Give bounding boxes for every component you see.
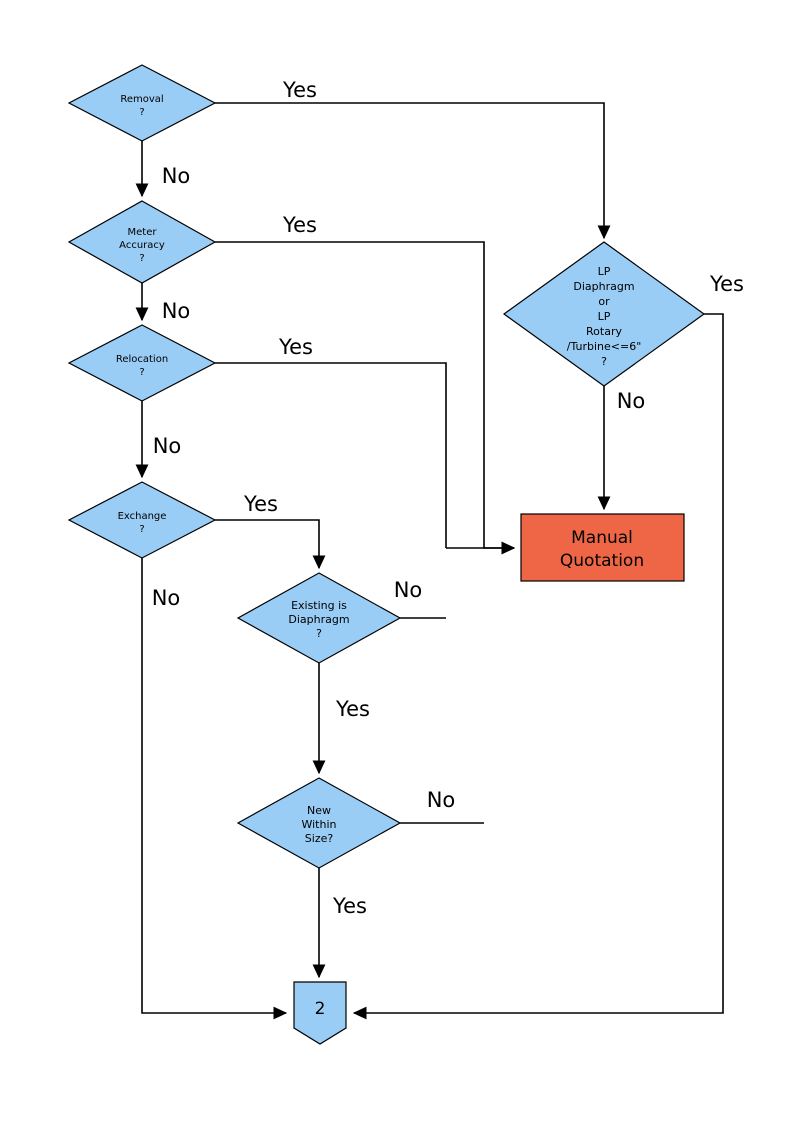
meter-accuracy-label-line-1: Meter xyxy=(128,227,158,238)
edge-labels-layer: Yes No Yes No Yes No Yes No No Yes No Ye… xyxy=(152,78,744,918)
lp-diaphragm-diamond[interactable] xyxy=(502,241,706,387)
meter-accuracy-diamond[interactable] xyxy=(67,200,217,284)
node-existing-is-diaphragm[interactable]: Existing is Diaphragm ? xyxy=(236,572,402,664)
new-within-size-label-line-3: Size? xyxy=(305,832,334,845)
edge-label-relocation-yes: Yes xyxy=(278,335,313,359)
removal-diamond[interactable] xyxy=(67,64,217,142)
exchange-diamond[interactable] xyxy=(67,481,217,559)
lp-label-line-1: LP xyxy=(598,265,611,278)
edge-label-removal-no: No xyxy=(162,164,191,188)
lp-label-line-7: ? xyxy=(601,355,607,368)
edge-label-new-within-size-no: No xyxy=(427,788,456,812)
lp-label-line-5: Rotary xyxy=(586,325,622,338)
exchange-label-line-1: Exchange xyxy=(118,511,167,522)
meter-accuracy-label-line-3: ? xyxy=(139,253,144,264)
edge-label-new-within-size-yes: Yes xyxy=(332,894,367,918)
edge-label-relocation-no: No xyxy=(153,434,182,458)
connector-2-label: 2 xyxy=(315,999,326,1019)
edge-exchange-yes xyxy=(215,519,326,570)
edge-label-meter-accuracy-yes: Yes xyxy=(282,213,317,237)
edge-label-lp-yes: Yes xyxy=(709,272,744,296)
edge-exchange-no xyxy=(141,558,288,1020)
relocation-label-line-2: ? xyxy=(139,367,144,378)
existing-is-diaphragm-label-line-1: Existing is xyxy=(291,599,347,612)
edge-relocation-yes xyxy=(215,362,447,548)
edge-label-existing-diaphragm-no: No xyxy=(394,578,423,602)
edge-removal-yes xyxy=(215,102,611,240)
node-removal[interactable]: Removal ? xyxy=(67,64,217,142)
nodes-layer: Removal ? Meter Accuracy ? Relocation ? … xyxy=(67,64,706,1045)
connector-2-shape[interactable] xyxy=(293,981,347,1045)
node-meter-accuracy[interactable]: Meter Accuracy ? xyxy=(67,200,217,284)
edges-layer xyxy=(135,102,724,1020)
new-within-size-label-line-1: New xyxy=(307,804,331,817)
node-connector-2[interactable]: 2 xyxy=(293,981,347,1045)
manual-quotation-label-line-2: Quotation xyxy=(560,551,644,571)
node-lp-diaphragm-or-lp-rotary[interactable]: LP Diaphragm or LP Rotary /Turbine<=6" ? xyxy=(502,241,706,387)
removal-label-line-1: Removal xyxy=(120,94,163,105)
existing-is-diaphragm-label-line-2: Diaphragm xyxy=(288,613,349,626)
node-relocation[interactable]: Relocation ? xyxy=(67,324,217,402)
lp-label-line-6: /Turbine<=6" xyxy=(567,340,642,353)
manual-quotation-label-line-1: Manual xyxy=(571,528,633,548)
lp-label-line-3: or xyxy=(598,295,610,308)
exchange-label-line-2: ? xyxy=(139,524,144,535)
edge-label-meter-accuracy-no: No xyxy=(162,299,191,323)
existing-is-diaphragm-diamond[interactable] xyxy=(236,572,402,664)
edge-label-existing-diaphragm-yes: Yes xyxy=(335,697,370,721)
new-within-size-label-line-2: Within xyxy=(301,818,336,831)
relocation-label-line-1: Relocation xyxy=(116,354,168,365)
node-manual-quotation[interactable]: Manual Quotation xyxy=(520,513,685,582)
edge-label-exchange-yes: Yes xyxy=(243,492,278,516)
edge-label-lp-no: No xyxy=(617,389,646,413)
manual-quotation-box[interactable] xyxy=(520,513,685,582)
meter-accuracy-label-line-2: Accuracy xyxy=(119,240,165,251)
node-new-within-size[interactable]: New Within Size? xyxy=(236,777,402,869)
lp-label-line-2: Diaphragm xyxy=(573,280,634,293)
existing-is-diaphragm-label-line-3: ? xyxy=(316,627,322,640)
lp-label-line-4: LP xyxy=(598,310,611,323)
edge-label-removal-yes: Yes xyxy=(282,78,317,102)
edge-label-exchange-no: No xyxy=(152,586,181,610)
new-within-size-diamond[interactable] xyxy=(236,777,402,869)
edge-lp-yes xyxy=(352,313,724,1020)
relocation-diamond[interactable] xyxy=(67,324,217,402)
node-exchange[interactable]: Exchange ? xyxy=(67,481,217,559)
removal-label-line-2: ? xyxy=(139,107,144,118)
